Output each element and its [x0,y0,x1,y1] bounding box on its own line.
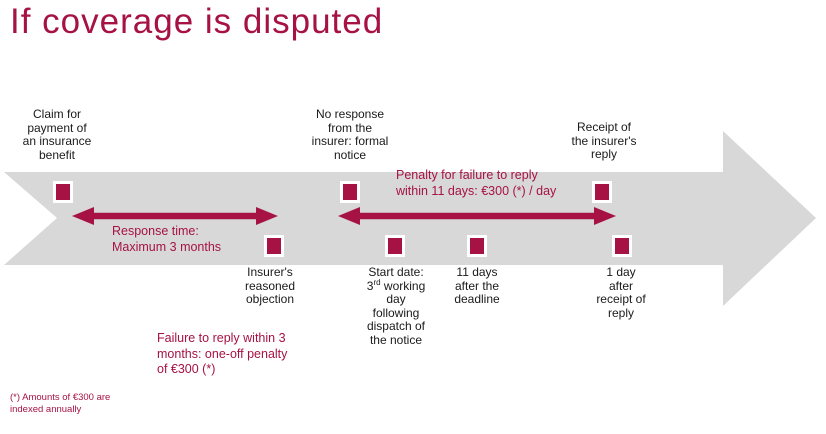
annotation-failure: Failure to reply within 3 months: one-of… [157,331,288,376]
response-time-arrow-shape [72,207,278,225]
label-11-days: 11 days after the deadline [454,265,500,306]
annotation-response-time: Response time: Maximum 3 months [112,224,222,254]
milestone-claim-square [53,181,73,203]
milestone-start-date-square [385,235,405,257]
milestone-formal-notice-square [340,181,360,203]
label-start-date-part2: working day following dispatch of the no… [366,278,426,347]
footnote: (*) Amounts of €300 are indexed annually [10,392,111,415]
label-start-date-part1: Start date: 3 [366,265,424,293]
penalty-period-arrow-shape [338,207,616,225]
response-time-arrow [72,207,278,225]
label-no-response: No response from the insurer: formal not… [311,107,389,162]
milestone-11-days-square [467,235,487,257]
penalty-period-arrow [338,207,616,225]
milestone-objection-square [264,235,284,257]
label-start-date-ordinal: rd [373,277,381,287]
milestone-1-day-square [612,235,632,257]
label-1-day: 1 day after receipt of reply [596,265,646,320]
label-start-date: Start date: 3rd working day following di… [341,265,451,347]
annotation-penalty: Penalty for failure to reply within 11 d… [396,168,557,198]
milestone-receipt-square [592,181,612,203]
label-receipt: Receipt of the insurer's reply [571,120,637,161]
label-claim: Claim for payment of an insurance benefi… [22,107,92,162]
page-title: If coverage is disputed [10,2,384,41]
label-objection: Insurer's reasoned objection [244,265,296,306]
